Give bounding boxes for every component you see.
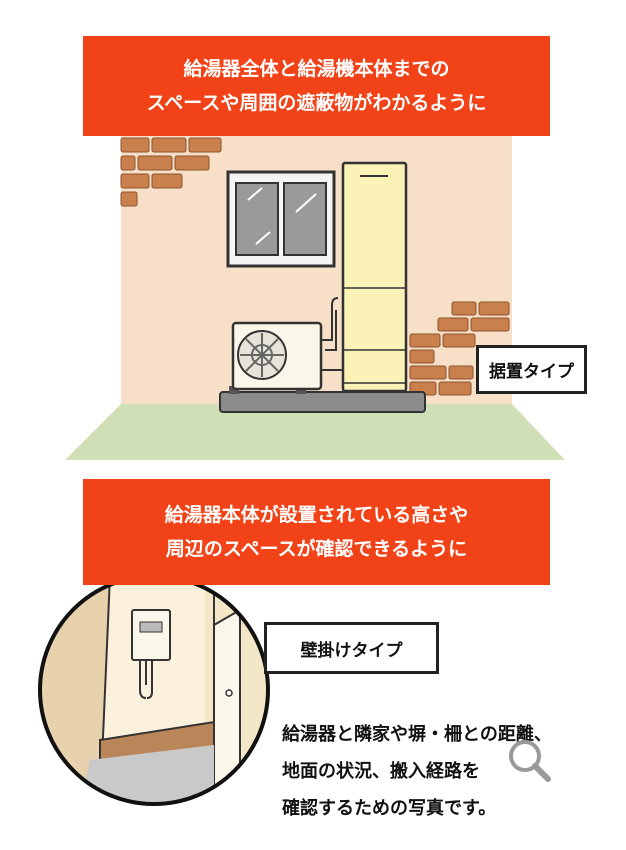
brick-pattern-right <box>409 301 510 396</box>
wall-mounted-scene <box>40 576 268 804</box>
bottom-caption-line1: 給湯器本体が設置されている高さや <box>164 504 469 526</box>
note-line2: 地面の状況、搬入経路を <box>282 761 480 782</box>
top-caption-line1: 給湯器全体と給湯機本体までの <box>183 58 450 80</box>
bottom-caption-banner: 給湯器本体が設置されている高さや 周辺のスペースが確認できるように <box>83 479 550 585</box>
floor-standing-type-label: 据置タイプ <box>476 345 587 394</box>
window <box>226 170 336 268</box>
brick-pattern-left <box>120 137 222 207</box>
note-line3: 確認するための写真です。 <box>282 798 497 819</box>
top-caption-banner: 給湯器全体と給湯機本体までの スペースや周囲の遮蔽物がわかるように <box>83 36 550 136</box>
magnifier-icon <box>509 740 551 782</box>
floor <box>65 404 565 460</box>
wall-mounted-type-label: 壁掛けタイプ <box>264 622 439 674</box>
top-caption-line2: スペースや周囲の遮蔽物がわかるように <box>146 92 487 114</box>
bottom-caption-line2: 周辺のスペースが確認できるように <box>165 538 468 560</box>
storage-tank <box>341 161 408 393</box>
heat-pump-unit <box>231 321 323 391</box>
connection-pipes <box>321 297 345 371</box>
note-line1: 給湯器と隣家や塀・柵との距離、 <box>282 724 552 745</box>
explanation-note: 給湯器と隣家や塀・柵との距離、 地面の状況、搬入経路を 確認するための写真です。 <box>282 716 622 827</box>
